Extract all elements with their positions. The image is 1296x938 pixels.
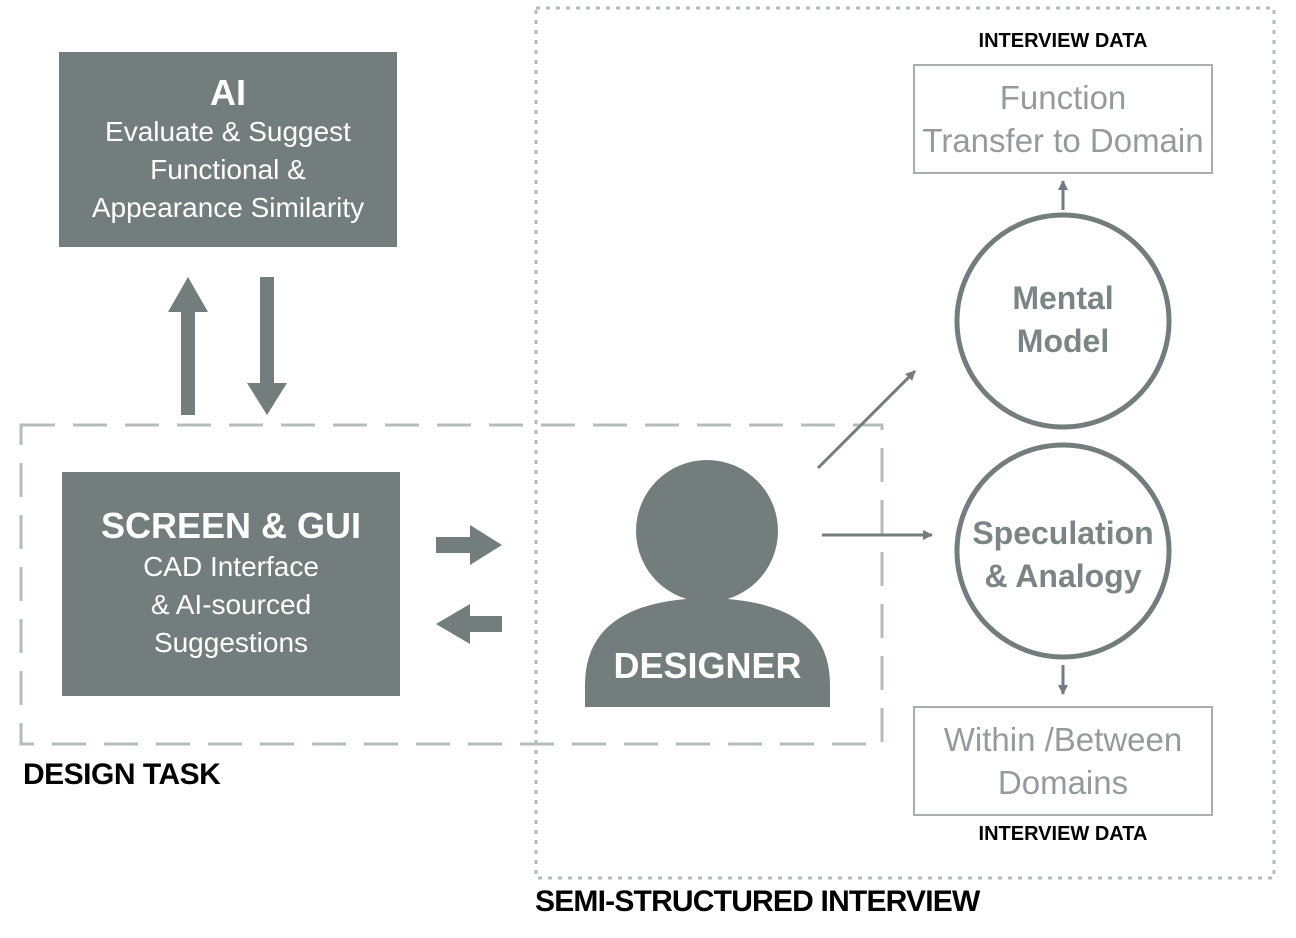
domains-box-line: Domains	[997, 764, 1129, 801]
domains-box-line: Within /Between	[943, 721, 1183, 758]
ai-box-line: Evaluate & Suggest	[105, 115, 351, 147]
right-arrow-to-designer	[436, 525, 502, 565]
function-box-line: Transfer to Domain	[922, 122, 1204, 159]
design-task-frame	[19, 423, 884, 746]
speculation-line: & Analogy	[984, 558, 1142, 594]
screen-gui-box: SCREEN & GUI CAD Interface & AI-sourced …	[62, 472, 400, 696]
left-arrow-to-screen	[436, 604, 502, 644]
mental-model-label: Mental Model	[960, 275, 1166, 365]
mental-model-line: Model	[1016, 323, 1110, 359]
speculation-analogy-circle	[954, 442, 1172, 660]
ai-box-title: AI	[210, 71, 246, 113]
interview-data-bottom-label: INTERVIEW DATA	[978, 823, 1148, 845]
function-transfer-box: Function Transfer to Domain	[913, 64, 1213, 174]
mental-model-circle	[954, 212, 1172, 430]
designer-label: DESIGNER	[613, 645, 802, 686]
within-between-domains-box: Within /Between Domains	[913, 706, 1213, 816]
designer-person-icon	[585, 460, 830, 707]
design-task-label: DESIGN TASK	[23, 758, 221, 791]
ai-box-line: Appearance Similarity	[91, 191, 365, 223]
screen-gui-line: CAD Interface	[143, 551, 319, 582]
screen-gui-line: Suggestions	[153, 627, 309, 658]
ai-box: AI Evaluate & Suggest Functional & Appea…	[59, 52, 397, 247]
mental-model-line: Mental	[1012, 280, 1114, 316]
ai-box-line: Functional &	[150, 153, 306, 185]
speculation-line: Speculation	[972, 515, 1154, 551]
semi-structured-interview-label: SEMI-STRUCTURED INTERVIEW	[535, 885, 980, 918]
interview-data-top-label: INTERVIEW DATA	[978, 30, 1148, 52]
screen-gui-title: SCREEN & GUI	[100, 505, 362, 546]
arrow-designer-to-mental-model	[816, 369, 917, 470]
screen-gui-line: & AI-sourced	[150, 589, 312, 620]
semi-structured-interview-frame	[534, 6, 1276, 880]
speculation-analogy-label: Speculation & Analogy	[950, 510, 1176, 600]
function-box-line: Function	[999, 79, 1127, 116]
up-arrow-to-ai	[168, 277, 208, 415]
down-arrow-to-screen	[247, 277, 287, 415]
